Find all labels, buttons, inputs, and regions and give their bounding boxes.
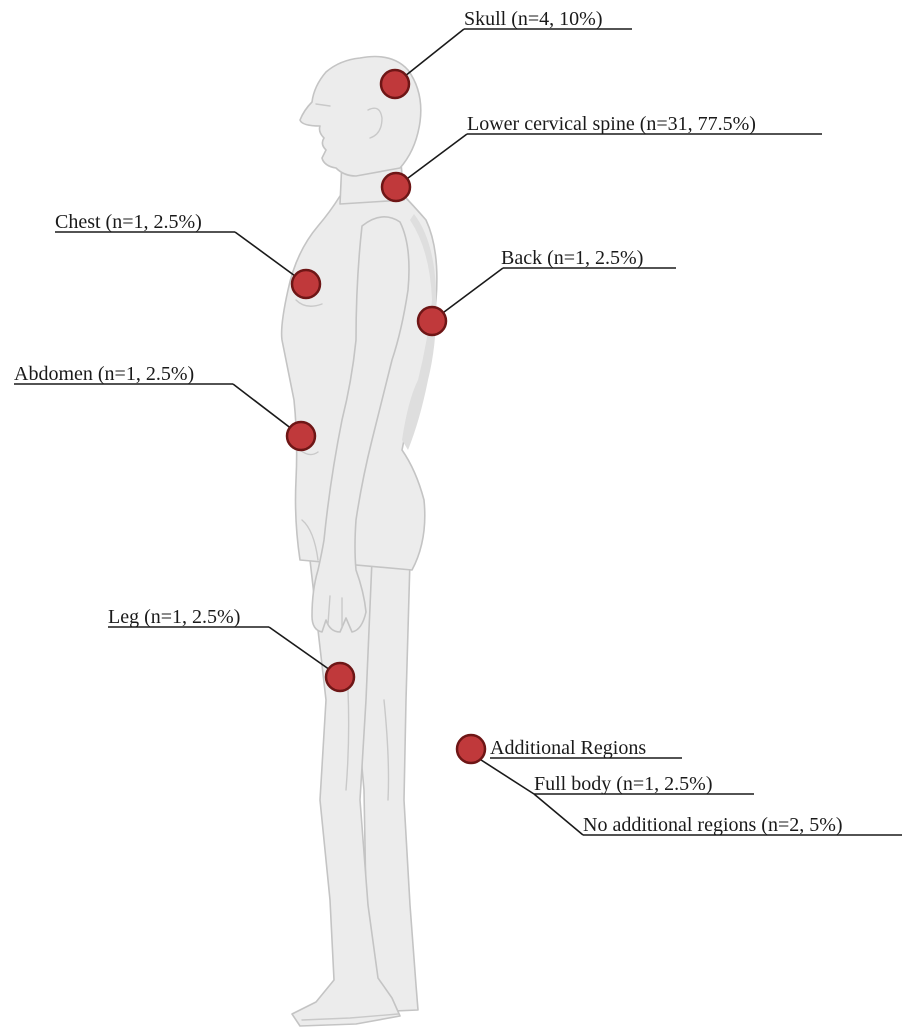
- label-chest: Chest (n=1, 2.5%): [55, 211, 202, 233]
- marker-additional-regions: [457, 735, 485, 763]
- label-abdomen: Abdomen (n=1, 2.5%): [14, 363, 194, 385]
- marker-back: [418, 307, 446, 335]
- label-additional-regions: Additional Regions: [490, 737, 646, 759]
- region-labels: Skull (n=4, 10%) Lower cervical spine (n…: [14, 8, 843, 836]
- leader-full-body: [478, 758, 534, 794]
- marker-skull: [381, 70, 409, 98]
- label-lower-cervical-spine: Lower cervical spine (n=31, 77.5%): [467, 113, 756, 135]
- leader-lines: [14, 29, 902, 835]
- label-leg: Leg (n=1, 2.5%): [108, 606, 240, 628]
- label-no-additional-regions: No additional regions (n=2, 5%): [583, 814, 843, 836]
- label-back: Back (n=1, 2.5%): [501, 247, 643, 269]
- human-body-figure: [282, 57, 437, 1027]
- marker-chest: [292, 270, 320, 298]
- marker-leg: [326, 663, 354, 691]
- marker-lower-cervical-spine: [382, 173, 410, 201]
- leader-no-additional-regions: [534, 794, 583, 835]
- marker-abdomen: [287, 422, 315, 450]
- label-full-body: Full body (n=1, 2.5%): [534, 773, 713, 795]
- label-skull: Skull (n=4, 10%): [464, 8, 603, 30]
